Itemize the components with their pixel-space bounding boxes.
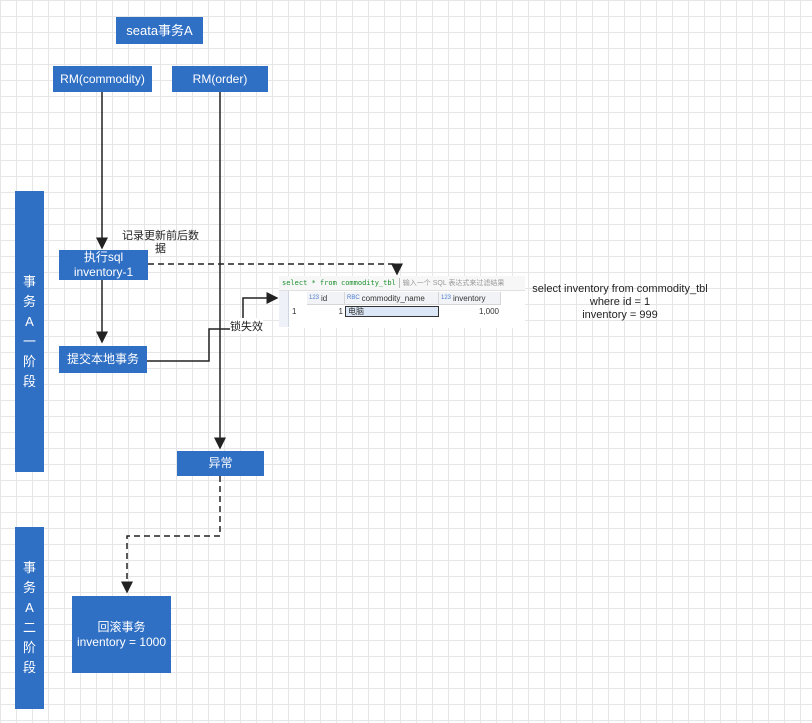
- text-type-icon: RBC: [347, 295, 360, 301]
- arrow-commit-to-grid: [147, 292, 279, 362]
- phase-1-char: 事: [22, 273, 36, 289]
- rm-order-node: RM(order): [172, 66, 268, 92]
- cell-id[interactable]: 1: [338, 307, 343, 316]
- cell-commodity-name[interactable]: 电脑: [345, 306, 439, 317]
- filter-input[interactable]: 输入一个 SQL 表达式来过滤结果: [402, 280, 505, 287]
- grid-side-icon: [279, 291, 289, 327]
- column-header-label: commodity_name: [361, 293, 425, 303]
- rollback-line-1: 回滚事务: [97, 619, 146, 634]
- column-header-label: inventory: [453, 293, 486, 303]
- query-separator: [398, 278, 400, 288]
- commit-local-tx-node: 提交本地事务: [59, 346, 147, 373]
- column-header-inventory[interactable]: 123 inventory: [439, 292, 501, 305]
- query-result-note: select inventory from commodity_tbl wher…: [520, 283, 720, 322]
- exec-sql-node: 执行sql inventory-1: [59, 250, 148, 280]
- phase-2-bar: 事 务 A 二 阶 段: [15, 527, 44, 709]
- rm-commodity-node: RM(commodity): [53, 66, 152, 92]
- phase-2-char: 段: [22, 660, 36, 675]
- diagram-title: seata事务A: [116, 17, 203, 44]
- exec-sql-line-1: 执行sql: [83, 250, 124, 264]
- exec-sql-line-2: inventory-1: [73, 265, 134, 279]
- phase-1-char: A: [25, 313, 34, 329]
- query-text: select * from commodity_tbl: [282, 279, 396, 287]
- phase-2-char: 务: [22, 580, 36, 595]
- phase-1-char: 段: [22, 373, 36, 389]
- rollback-line-2: inventory = 1000: [76, 634, 167, 649]
- query-bar: select * from commodity_tbl 输入一个 SQL 表达式…: [279, 276, 525, 291]
- phase-1-bar: 事 务 A 一 阶 段: [15, 191, 44, 472]
- column-header-label: id: [321, 293, 328, 303]
- int-type-icon: 123: [441, 295, 452, 301]
- query-note-line-1: select inventory from commodity_tbl: [532, 283, 708, 295]
- dashed-arrow-exception-to-rollback: [121, 476, 221, 594]
- phase-1-char: 务: [22, 293, 36, 309]
- dashed-arrow-exec-sql-to-grid: [148, 263, 403, 276]
- phase-1-char: 一: [22, 333, 36, 349]
- column-header-id[interactable]: 123 id: [307, 292, 345, 305]
- cell-inventory[interactable]: 1,000: [478, 307, 499, 316]
- record-before-after-note: 记录更新前后数 据: [122, 230, 199, 256]
- record-note-line-1: 记录更新前后数: [122, 230, 199, 242]
- phase-2-char: 事: [22, 560, 36, 575]
- phase-2-char: A: [25, 600, 34, 615]
- query-note-line-3: inventory = 999: [582, 309, 658, 321]
- rollback-node: 回滚事务 inventory = 1000: [72, 596, 171, 673]
- phase-1-char: 阶: [22, 353, 36, 369]
- column-header-commodity-name[interactable]: RBC commodity_name: [345, 292, 439, 305]
- phase-2-char: 二: [22, 620, 36, 635]
- db-result-grid: select * from commodity_tbl 输入一个 SQL 表达式…: [279, 276, 525, 328]
- row-number: 1: [292, 307, 297, 316]
- exception-node: 异常: [177, 451, 264, 476]
- int-type-icon: 123: [309, 295, 320, 301]
- phase-2-char: 阶: [22, 640, 36, 655]
- record-note-line-2: 据: [155, 243, 166, 255]
- lock-invalid-note: 锁失效: [230, 318, 263, 334]
- query-note-line-2: where id = 1: [589, 296, 651, 308]
